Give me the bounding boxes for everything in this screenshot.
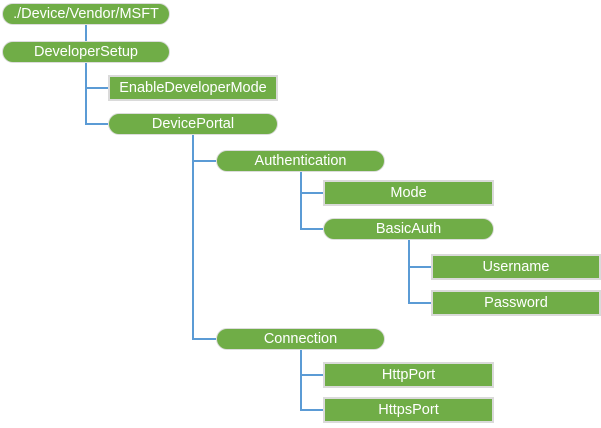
node-basic-auth: BasicAuth [323,218,494,240]
node-authentication: Authentication [216,150,385,172]
node-mode: Mode [323,180,494,206]
node-developer-setup: DeveloperSetup [2,41,170,63]
connector-line [85,63,87,125]
connector-line [299,172,302,230]
connector-line [407,266,431,268]
connector-line [299,409,323,411]
connector-line [299,228,323,230]
node-https-port: HttpsPort [323,397,494,423]
connector-line [192,160,216,162]
node-device-portal: DevicePortal [108,113,278,135]
connector-line [85,25,87,41]
node-connection: Connection [216,328,385,350]
connector-line [192,338,216,340]
connector-line [299,350,302,411]
node-root: ./Device/Vendor/MSFT [2,3,170,25]
connector-line [407,240,410,304]
node-password: Password [431,290,601,316]
connector-line [299,374,323,376]
node-enable-developer-mode: EnableDeveloperMode [108,75,278,101]
connector-line [192,135,194,340]
connector-line [85,123,108,125]
connector-line [407,302,431,304]
node-http-port: HttpPort [323,362,494,388]
node-username: Username [431,254,601,280]
connector-line [299,192,323,194]
connector-line [85,87,108,89]
